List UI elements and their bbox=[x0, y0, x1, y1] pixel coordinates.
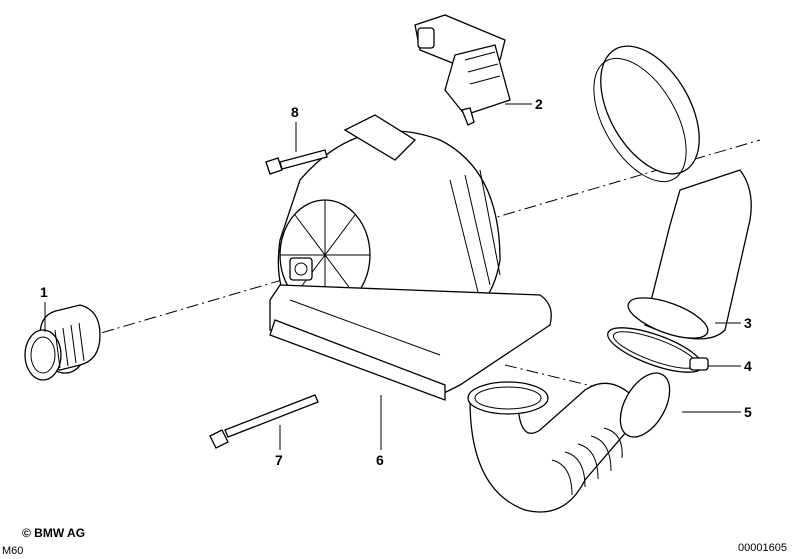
part-5-bellows-hose[interactable] bbox=[467, 365, 680, 513]
center-axis-line bbox=[59, 139, 761, 346]
hose-axis-line bbox=[504, 364, 651, 401]
callout-6[interactable]: 6 bbox=[376, 452, 384, 468]
part-7-bolt[interactable] bbox=[209, 394, 319, 449]
callout-7[interactable]: 7 bbox=[275, 452, 283, 468]
callout-8[interactable]: 8 bbox=[291, 104, 299, 120]
diagram-number: 00001605 bbox=[738, 542, 787, 554]
copyright: © BMW AG bbox=[22, 526, 86, 540]
part-4-hose-clamp[interactable] bbox=[603, 319, 709, 381]
part-6-bracket[interactable] bbox=[269, 284, 552, 401]
callout-1[interactable]: 1 bbox=[40, 284, 48, 300]
part-2-voltage-regulator[interactable] bbox=[414, 14, 511, 126]
model-code: M60 bbox=[2, 545, 24, 557]
callout-5[interactable]: 5 bbox=[744, 404, 752, 420]
callout-2[interactable]: 2 bbox=[535, 96, 543, 112]
callout-3[interactable]: 3 bbox=[744, 315, 752, 331]
part-3-air-duct[interactable] bbox=[575, 29, 752, 346]
part-1-pulley[interactable] bbox=[24, 304, 101, 381]
part-8-bolt[interactable] bbox=[265, 149, 328, 175]
callout-4[interactable]: 4 bbox=[744, 358, 752, 374]
alternator[interactable] bbox=[277, 114, 501, 331]
leader-lines bbox=[44, 103, 741, 450]
